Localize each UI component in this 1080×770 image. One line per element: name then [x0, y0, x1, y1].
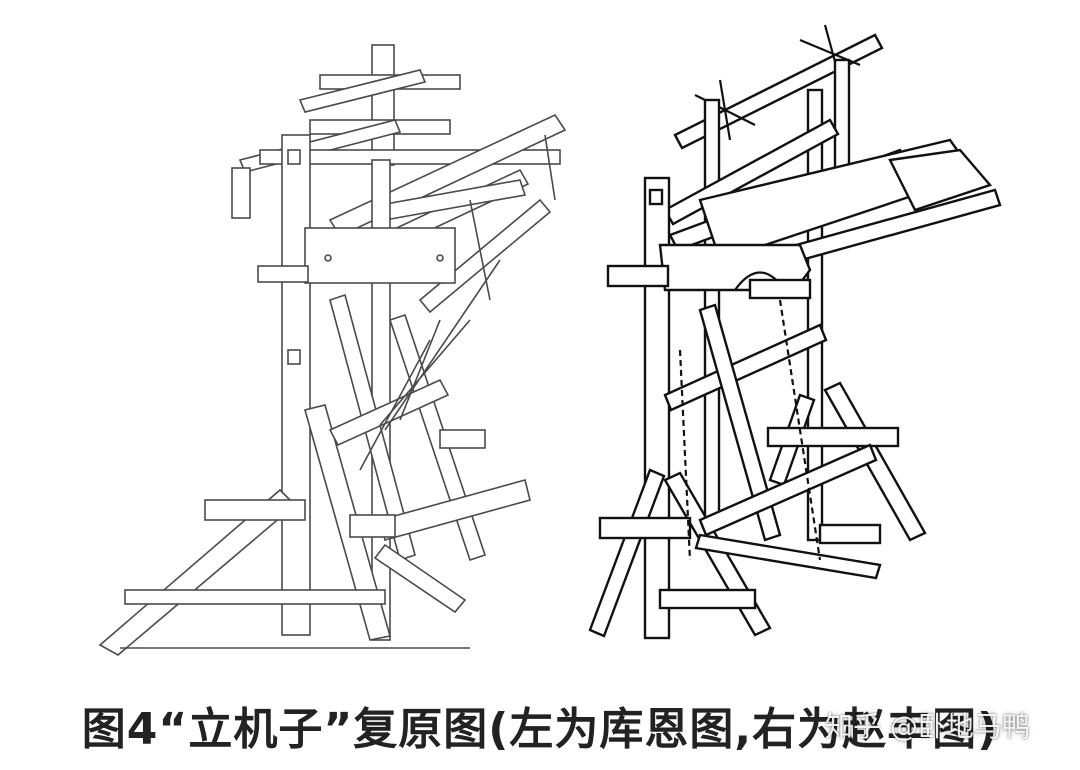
left-loom-drawing-kuhn [98, 44, 567, 656]
figure-caption: 图4“立机子”复原图(左为库恩图,右为赵丰图) [81, 704, 999, 755]
right-loom-drawing-zhaofeng [588, 24, 1002, 640]
watermark: 知乎 @卧地马鸭 [825, 710, 1030, 743]
loom-reconstruction-figure [98, 24, 1002, 656]
